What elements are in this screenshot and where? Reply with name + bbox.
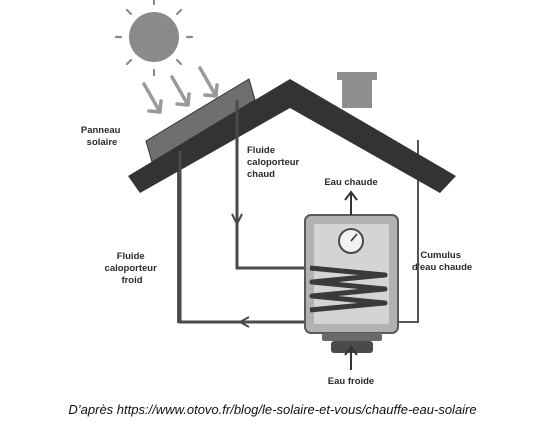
roof: [128, 79, 456, 193]
cold-water-inlet-arrow-icon: [344, 345, 358, 370]
cold-water-label: Eau froide: [328, 376, 374, 387]
sunray-arrow-icon: [142, 66, 219, 114]
hot-fluid-arrow-icon: [231, 213, 243, 227]
hot-fluid-pipe: [235, 100, 310, 270]
solar-panel: [145, 78, 256, 163]
cold-fluid-arrow-icon: [237, 316, 250, 328]
hot-fluid-label: Fluide caloporteur chaud: [247, 145, 302, 180]
chimney-icon: [337, 72, 377, 108]
hot-water-label: Eau chaude: [324, 177, 377, 188]
source-caption: D’après https://www.otovo.fr/blog/le-sol…: [68, 402, 477, 417]
cold-fluid-label: Fluide caloporteur froid: [105, 251, 160, 286]
cold-fluid-pipe: [178, 151, 310, 324]
tank-label: Cumulus d'eau chaude: [412, 250, 472, 273]
sun-icon: [114, 0, 194, 77]
heat-exchanger-coil-icon: [309, 265, 388, 313]
panel-label: Panneau solaire: [81, 125, 123, 148]
hot-water-outlet-arrow-icon: [344, 190, 358, 215]
thermometer-dial-icon: [338, 228, 364, 254]
